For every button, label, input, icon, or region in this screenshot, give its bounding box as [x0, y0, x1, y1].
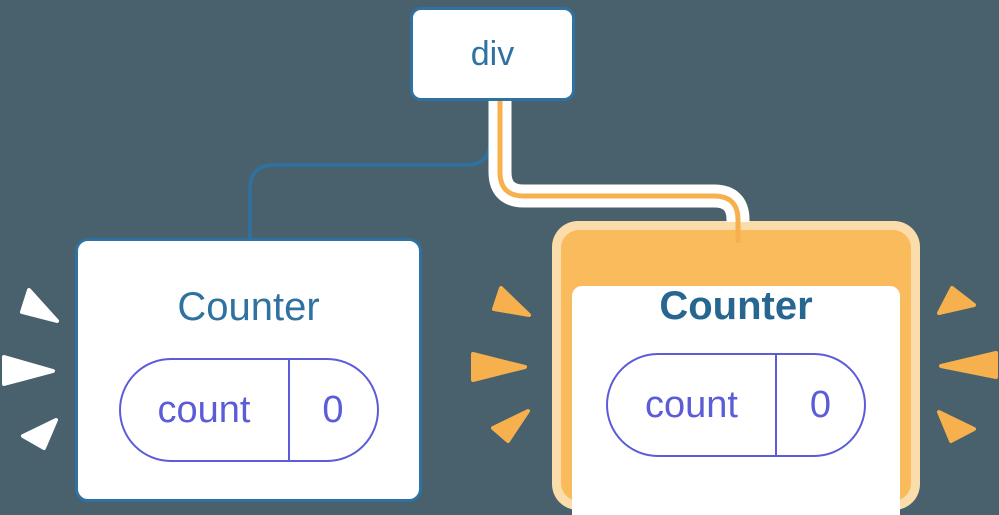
sparkle-icon — [491, 409, 530, 443]
sparkle-icon — [937, 286, 976, 315]
left-sparkle-burst — [2, 288, 59, 450]
counter-title: Counter — [177, 285, 320, 329]
state-value-label: 0 — [287, 360, 377, 460]
root-node-div: div — [410, 7, 575, 101]
sparkle-icon — [939, 351, 998, 379]
state-key-label: count — [645, 383, 738, 426]
counter-card-right-inner-ring: Counter count 0 — [561, 230, 911, 515]
sparkle-icon — [20, 288, 59, 323]
sparkle-icon — [21, 418, 58, 450]
sparkle-icon — [937, 410, 976, 443]
edge-div-to-right-counter-casing — [488, 101, 750, 222]
state-pill: count 0 — [606, 353, 866, 457]
counter-title: Counter — [659, 284, 813, 328]
counter-card-left: Counter count 0 — [75, 238, 422, 502]
state-key-label: count — [157, 388, 251, 431]
counter-card-right-highlight-ring: Counter count 0 — [552, 221, 920, 515]
counter-card-right: Counter count 0 — [572, 286, 900, 515]
state-pill: count 0 — [118, 358, 379, 462]
edge-div-to-left-counter — [248, 100, 492, 240]
right-sparkle-burst — [937, 286, 998, 443]
state-value-label: 0 — [775, 355, 864, 455]
sparkle-icon — [471, 352, 527, 382]
root-node-label: div — [470, 34, 515, 73]
sparkle-icon — [2, 355, 55, 386]
middle-sparkle-burst — [471, 286, 531, 443]
sparkle-icon — [492, 286, 531, 317]
